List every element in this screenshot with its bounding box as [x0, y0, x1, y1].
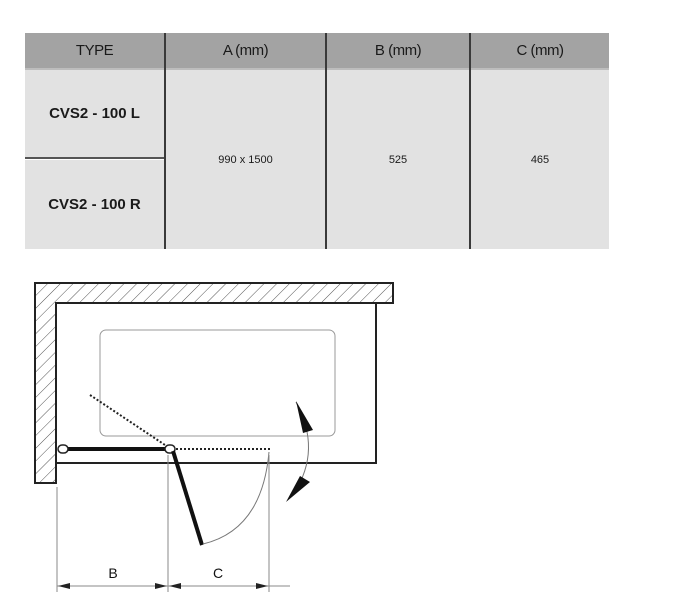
- row-divider: [25, 157, 164, 159]
- type-cell-left: CVS2 - 100 L: [25, 70, 164, 157]
- header-b: B (mm): [327, 33, 469, 68]
- type-cell-right: CVS2 - 100 R: [25, 160, 164, 249]
- c-value: 465: [471, 70, 609, 249]
- dimension-lines: [56, 455, 290, 592]
- col-divider: [325, 33, 327, 249]
- dimensions-table: TYPE A (mm) B (mm) C (mm) CVS2 - 100 L C…: [25, 33, 609, 249]
- dimension-arrows: [58, 583, 268, 589]
- header-type: TYPE: [25, 33, 164, 68]
- label-c: C: [213, 565, 223, 581]
- swing-panel: [171, 450, 204, 546]
- wall-bracket: [57, 444, 69, 454]
- col-divider: [469, 33, 471, 249]
- swing-arc: [202, 451, 270, 545]
- hinge: [164, 444, 176, 454]
- header-a: A (mm): [166, 33, 325, 68]
- col-divider: [164, 33, 166, 249]
- arrow-down-icon: [286, 476, 310, 502]
- panel-folded-position: [89, 394, 169, 448]
- label-b: B: [108, 565, 117, 581]
- a-value: 990 x 1500: [166, 70, 325, 249]
- header-c: C (mm): [471, 33, 609, 68]
- bathtub-outline: [55, 302, 377, 464]
- header-divider: [25, 68, 609, 70]
- arrow-up-icon: [296, 401, 313, 433]
- wall: [34, 282, 394, 484]
- b-value: 525: [327, 70, 469, 249]
- bathtub-basin: [99, 329, 336, 437]
